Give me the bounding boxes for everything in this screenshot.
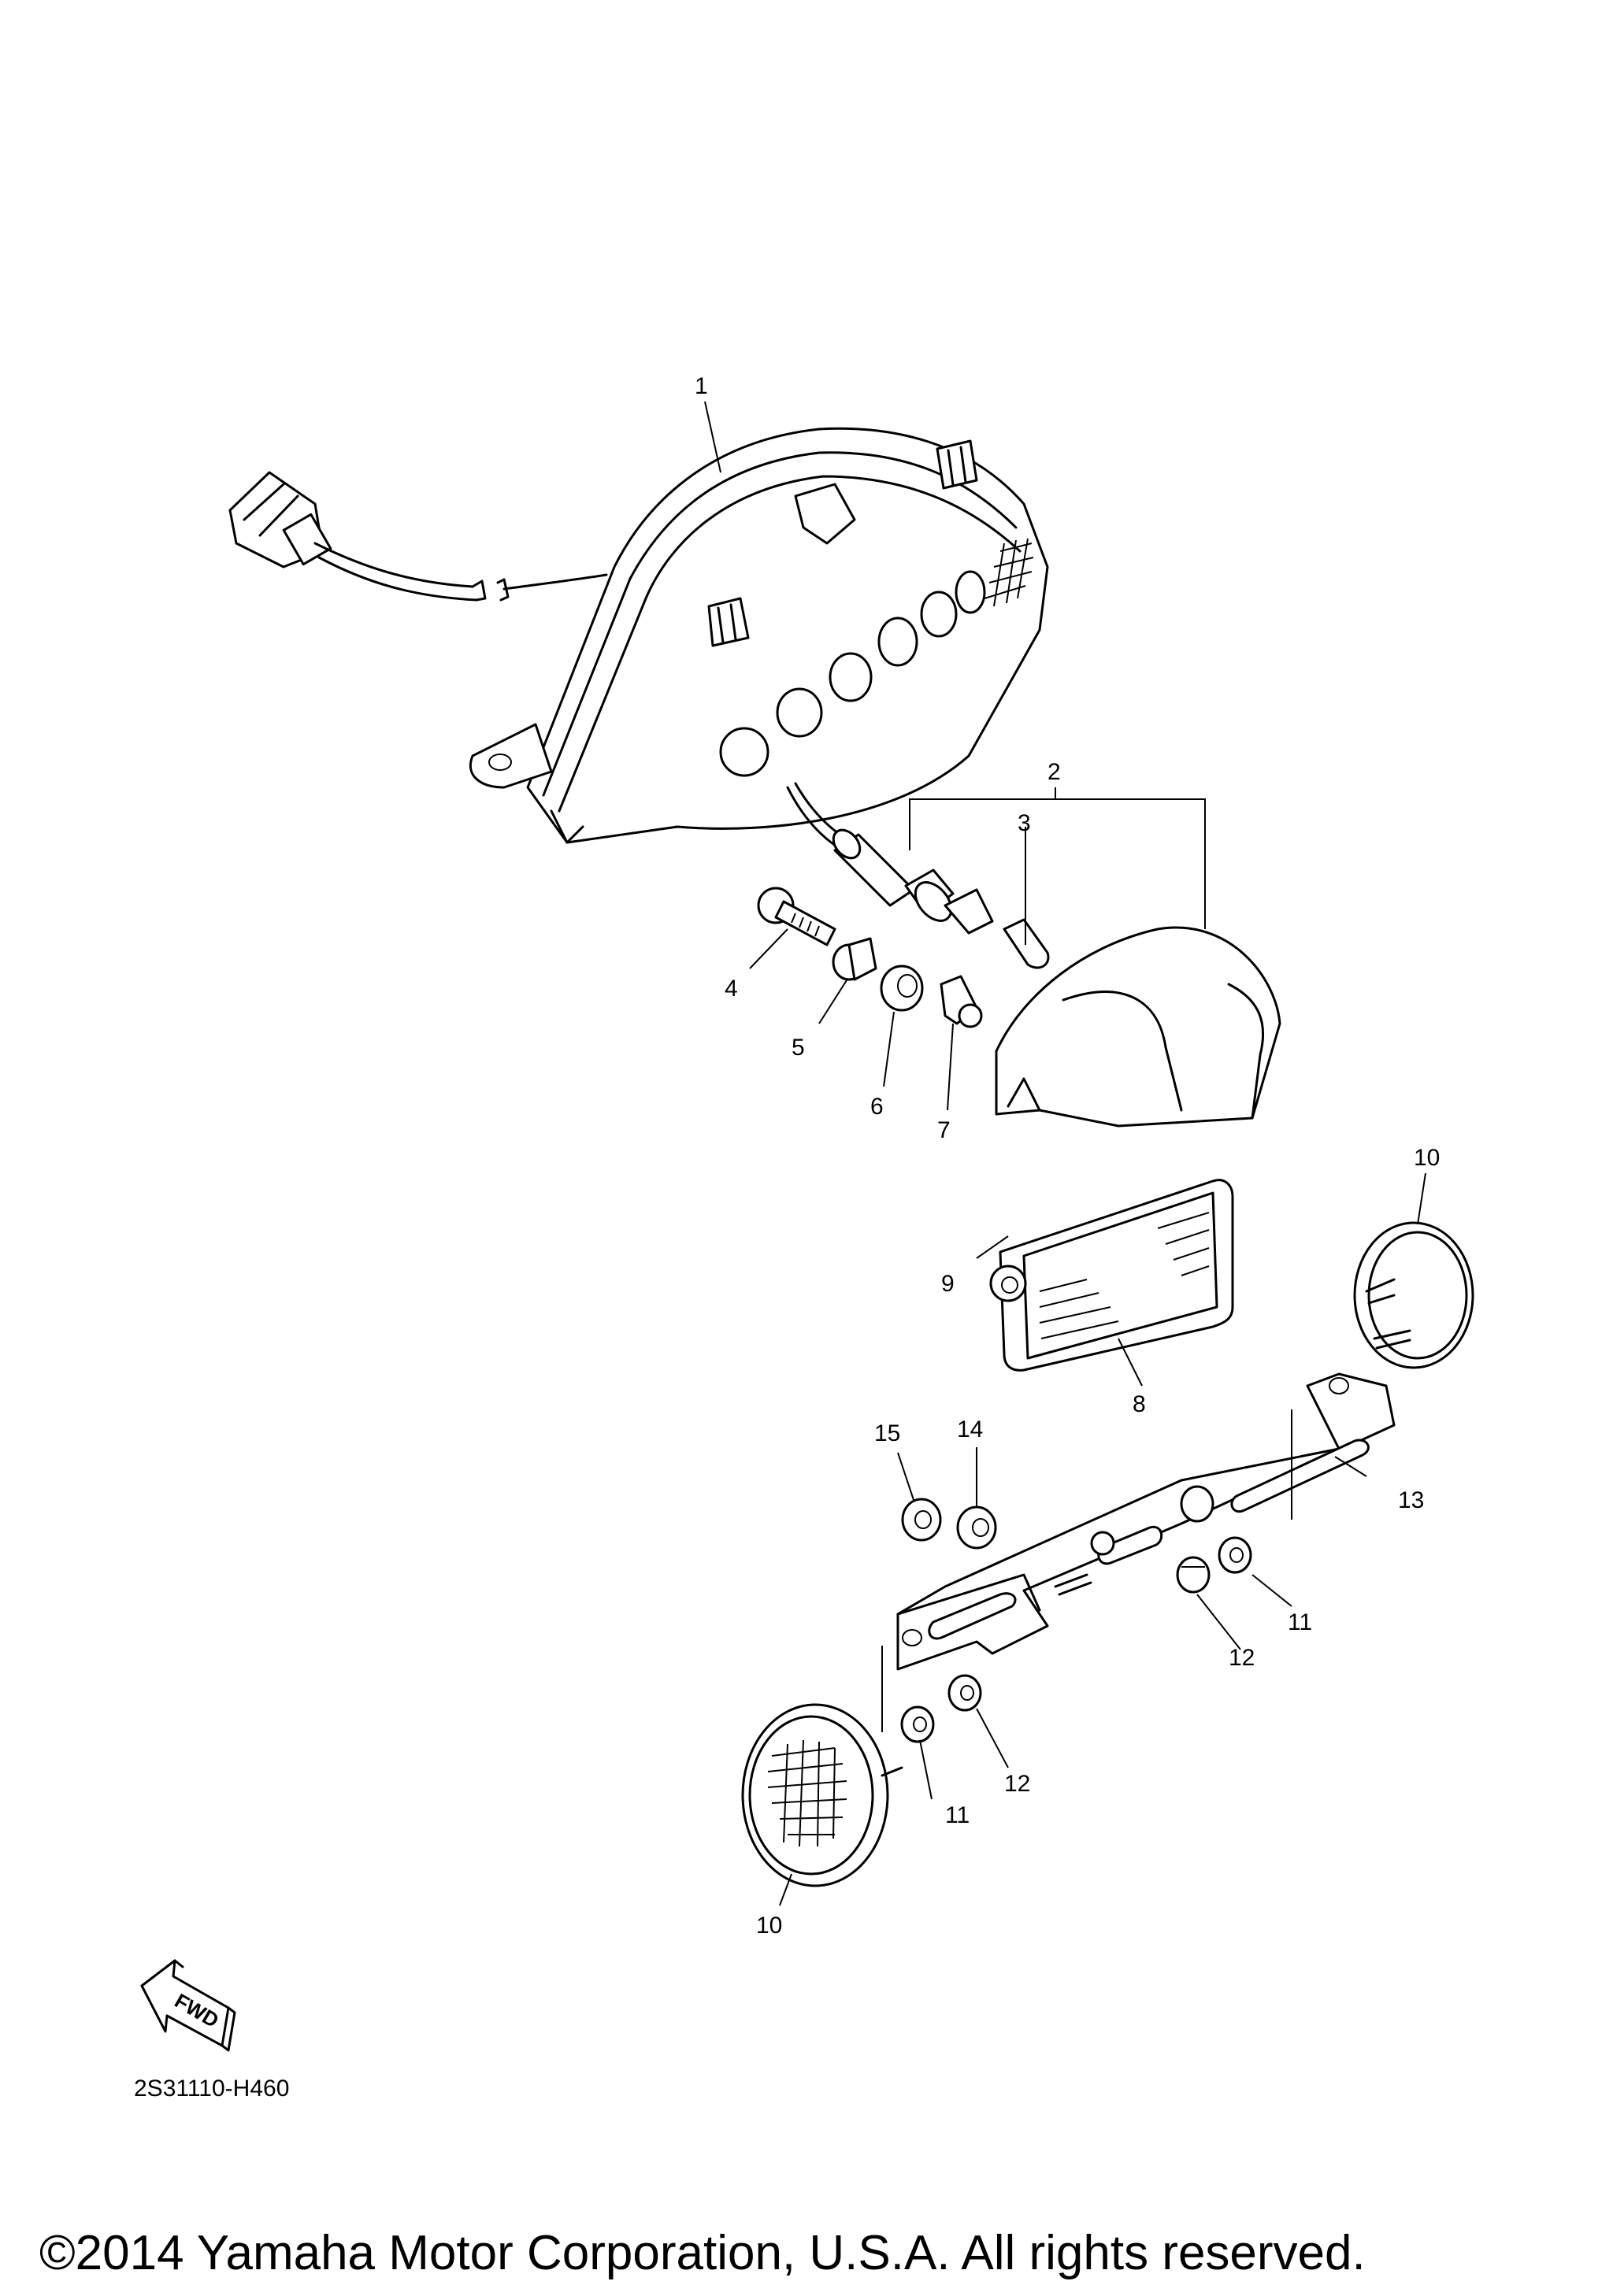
label-12-right: 12 [1229, 1645, 1255, 1671]
washer-11-left [900, 1705, 935, 1743]
tail-light-assembly [228, 427, 1049, 844]
fwd-arrow: FWD [140, 1959, 236, 2052]
label-10-left: 10 [756, 1913, 782, 1939]
label-9: 9 [941, 1271, 955, 1297]
collar-5 [832, 937, 877, 981]
nut-15 [901, 1498, 942, 1542]
label-13: 13 [1398, 1487, 1424, 1513]
washer-11-right [1218, 1536, 1252, 1574]
label-10-right: 10 [1414, 1145, 1440, 1171]
label-3: 3 [1018, 810, 1031, 836]
label-7: 7 [937, 1117, 951, 1143]
label-8: 8 [1133, 1391, 1146, 1417]
nut-12-right [1176, 1556, 1211, 1594]
reflector-8 [999, 1179, 1234, 1372]
leader-lines [704, 401, 1426, 1906]
label-6: 6 [870, 1094, 884, 1120]
washer-14 [956, 1505, 997, 1550]
lens-housing [995, 926, 1281, 1128]
grommet-6 [880, 965, 924, 1012]
label-2: 2 [1048, 759, 1061, 785]
label-15: 15 [874, 1420, 900, 1446]
label-5: 5 [792, 1035, 805, 1061]
wire-connector [228, 471, 608, 602]
reflector-10-right [1353, 1221, 1474, 1369]
label-12-left: 12 [1004, 1771, 1030, 1797]
label-11-right: 11 [1288, 1609, 1312, 1635]
nut-clip-7 [940, 975, 983, 1028]
drawing-code: 2S31110-H460 [134, 2076, 289, 2102]
part-labels: 1 2 3 4 5 6 7 8 9 10 10 11 11 12 12 13 1… [695, 373, 1440, 1939]
nut-12-left [947, 1674, 982, 1712]
label-1: 1 [695, 373, 708, 399]
label-11-left: 11 [945, 1802, 970, 1828]
label-14: 14 [957, 1416, 983, 1442]
bracket-13 [881, 1329, 1411, 1732]
bolt-4 [757, 887, 836, 946]
label-4: 4 [725, 976, 738, 1002]
nut-9 [989, 1265, 1027, 1302]
reflector-10-left [741, 1703, 903, 1887]
copyright-notice: ©2014 Yamaha Motor Corporation, U.S.A. A… [39, 2226, 1366, 2280]
